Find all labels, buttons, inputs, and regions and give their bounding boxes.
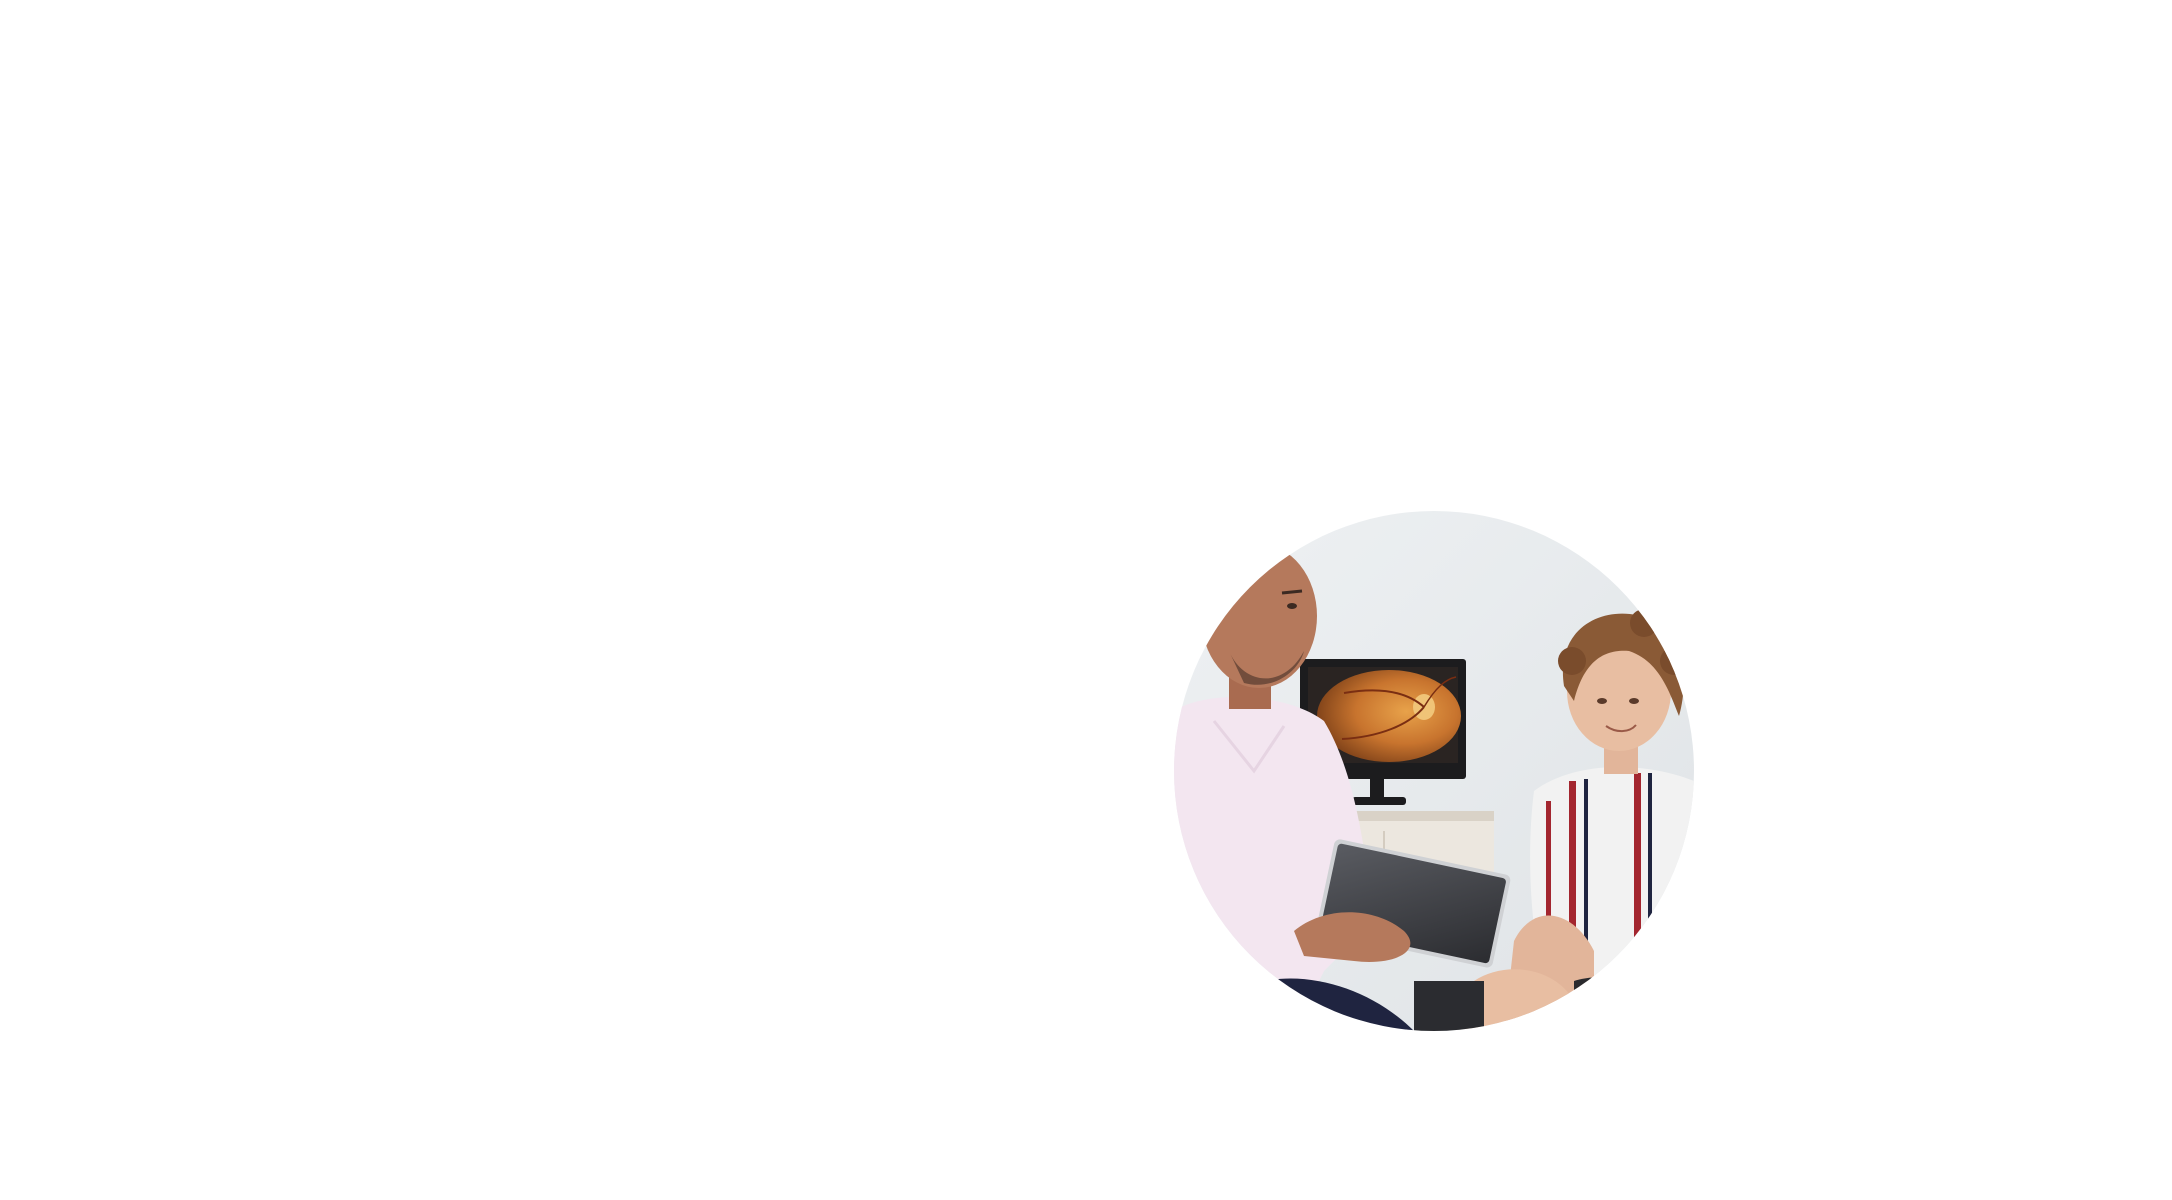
circular-photo — [1174, 511, 1694, 1031]
teen-hair — [1562, 613, 1684, 716]
photo-illustration — [1174, 511, 1694, 1031]
retina-scan-image — [1317, 670, 1461, 762]
man-head — [1201, 544, 1317, 688]
